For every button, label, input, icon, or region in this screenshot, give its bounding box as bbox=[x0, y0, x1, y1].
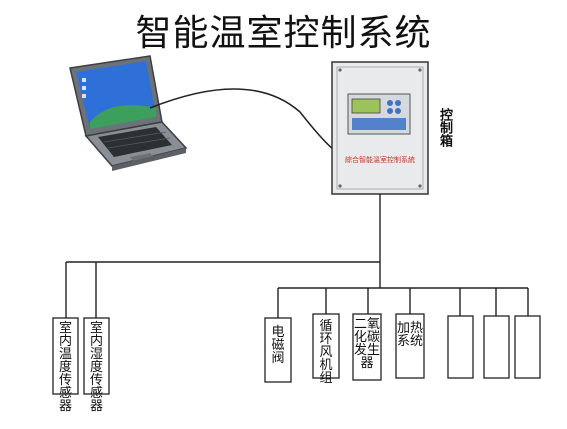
laptop-cable bbox=[149, 88, 335, 151]
sensor-box-temperature bbox=[52, 317, 79, 395]
control-box-label: 控制箱 bbox=[437, 108, 452, 147]
actuator-label-co2: 二氧 化碳 发生 器 bbox=[353, 317, 381, 371]
actuator-box-solenoid bbox=[264, 317, 292, 383]
diagram-title: 智能温室控制系统 bbox=[135, 13, 432, 54]
sensor-box-humidity bbox=[83, 317, 110, 395]
actuator-box-blank-1 bbox=[447, 315, 474, 379]
sensor-label-humidity: 室内 湿度 传感 器 bbox=[89, 321, 103, 414]
control-cabinet-icon: 綜合智能溫室控制系統 bbox=[331, 61, 429, 195]
actuator-box-blank-3 bbox=[514, 315, 541, 379]
actuator-box-blank-2 bbox=[483, 315, 510, 379]
laptop-icon bbox=[69, 55, 188, 171]
actuator-box-heating bbox=[395, 313, 425, 379]
sensor-label-temperature: 室内 温度 传感 器 bbox=[58, 321, 72, 414]
actuator-label-heating: 加热 系统 bbox=[396, 321, 424, 349]
actuator-label-solenoid: 电磁 阀 bbox=[271, 325, 285, 366]
control-panel-caption: 綜合智能溫室控制系統 bbox=[345, 155, 415, 164]
actuator-box-co2 bbox=[352, 313, 382, 381]
actuator-label-fan: 循环 风机 组 bbox=[319, 319, 333, 386]
actuator-box-fan bbox=[312, 313, 340, 379]
